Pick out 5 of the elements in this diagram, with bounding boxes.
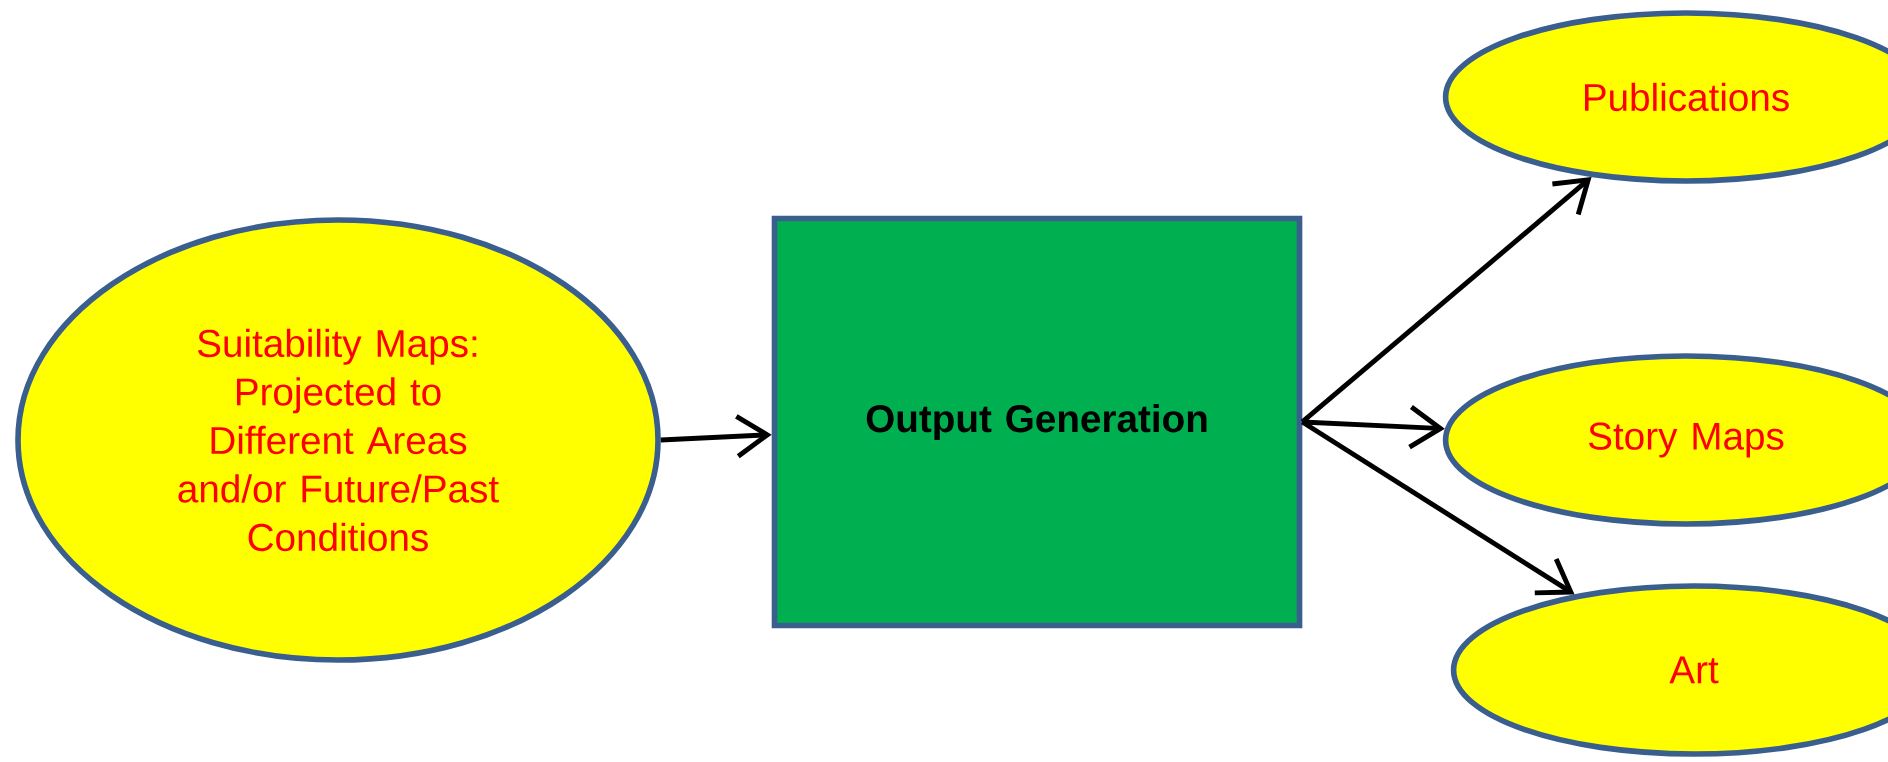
arrow [1302, 405, 1445, 450]
arrow [1301, 419, 1575, 596]
arrow [1300, 177, 1592, 424]
process-box: Output Generation [771, 215, 1303, 629]
arrow [660, 414, 772, 459]
